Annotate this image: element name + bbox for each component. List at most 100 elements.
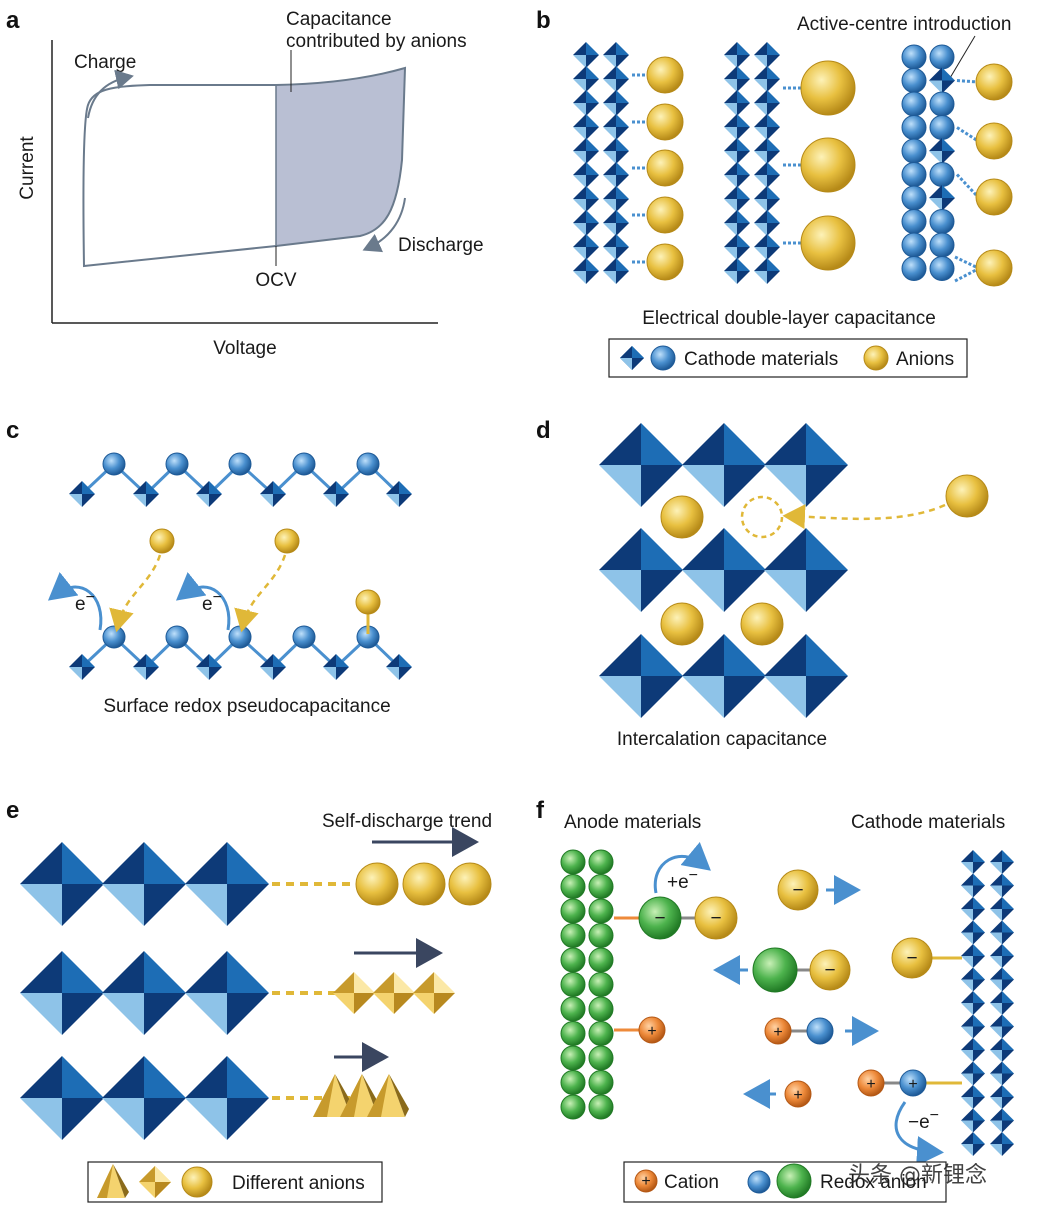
octahedron [573,234,599,260]
facet [573,186,586,199]
anion-sphere [975,178,1013,216]
facet [616,42,629,55]
panel-e: e Self-discharge trend Different anions [6,797,492,1203]
facet [764,423,806,465]
facet [185,951,227,993]
facet [767,258,780,271]
vacant-site [740,495,784,539]
anode-label: Anode materials [564,812,701,833]
octahedron [990,967,1014,992]
facet [62,842,104,884]
cathode-label: Cathode materials [851,812,1005,833]
facet [386,654,399,667]
facet [973,932,985,945]
octahedron [754,210,780,236]
octahedron [990,1085,1014,1109]
facet [641,528,683,570]
chain-sphere [102,452,126,476]
redox-anion-gold [694,896,738,940]
facet [336,654,349,667]
dash-bond [954,255,977,269]
facet [961,920,973,933]
octahedron [20,951,104,1035]
facet [724,114,737,127]
anion-sphere [646,103,684,141]
facet [973,1085,985,1097]
facet [682,570,724,612]
octahedron [603,162,629,188]
octahedron [682,528,766,612]
panel-label-c: c [6,417,19,444]
octahedron [961,1108,985,1133]
facet [1002,909,1014,921]
octahedron [185,842,269,926]
facet [737,271,750,284]
facet [599,528,641,570]
octahedron [724,210,750,236]
facet [146,667,159,680]
facet [599,570,641,612]
anion-sphere [800,60,856,116]
facet [185,1056,227,1098]
charge-sign: − [824,960,835,981]
facet [413,972,434,993]
electron-arrow [47,572,103,631]
octahedron [961,873,985,898]
cathode-sphere [929,209,955,234]
facet [929,185,942,198]
facet [333,993,354,1014]
facet [754,223,767,236]
legend-cation-sphere [634,1169,658,1193]
facet [973,909,985,921]
facet [1002,873,1014,886]
octahedron [20,1056,104,1140]
redox-anion-green [752,947,798,993]
facet [434,993,455,1014]
facet [1002,956,1014,968]
facet [754,42,767,55]
facet [323,481,336,494]
electron-gain-arrow [653,841,711,894]
redox-anion-blue [899,1069,927,1097]
octahedron [961,1038,985,1062]
facet [146,494,159,507]
facet [603,151,616,164]
intercalation-path [782,503,946,530]
octahedron [990,1061,1014,1086]
facet [973,944,985,956]
anion-path [109,554,162,633]
facet [682,634,724,676]
octahedron [603,186,629,212]
facet [961,850,973,862]
facet [682,676,724,718]
facet [616,138,629,151]
cathode-sphere [929,256,955,281]
anode-sphere [560,923,586,948]
octahedron [682,634,766,718]
facet [573,103,586,116]
facet [616,55,629,68]
facet [69,481,82,494]
facet [603,199,616,212]
facet [764,570,806,612]
facet [990,862,1002,874]
y-axis-label: Current [17,136,38,200]
facet [573,247,586,260]
facet [754,90,767,103]
facet [973,1108,985,1121]
facet [20,884,62,926]
octahedron [573,66,599,92]
dash-bond [956,79,979,84]
cathode-sphere [901,185,927,211]
charge-sign: + [866,1076,875,1093]
minus-e-label: −e− [908,1107,939,1133]
facet [990,897,1002,909]
facet [146,654,159,667]
facet [961,885,973,898]
anode-sphere [588,923,614,948]
charge-label: Charge [74,52,136,73]
facet [144,884,186,926]
charge-sign: + [793,1087,802,1104]
octahedron [573,210,599,236]
facet [724,162,737,175]
